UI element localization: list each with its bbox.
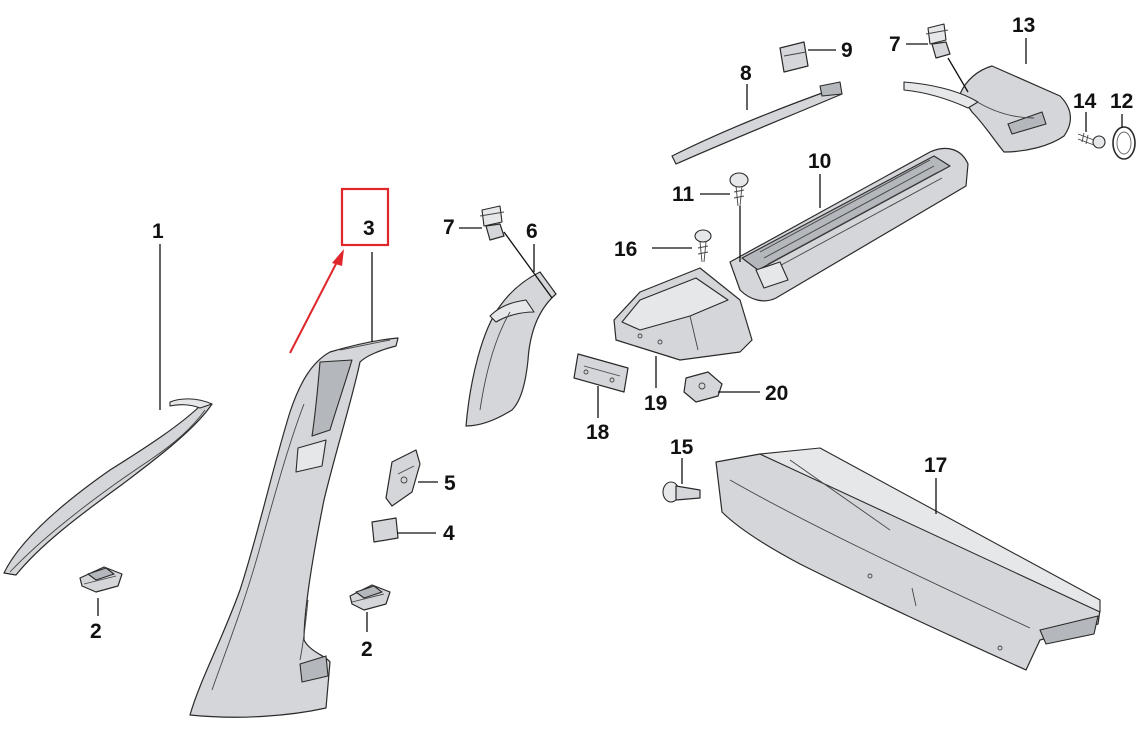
callout-8: 8 [740,62,752,85]
part-6-trim-cover [465,271,557,427]
part-3-b-pillar-trim [189,337,399,718]
callout-10: 10 [808,150,831,173]
callout-14: 14 [1073,90,1097,113]
callout-labels: 1 2 2 3 4 5 6 7 7 8 9 10 11 12 13 14 15 … [90,14,1133,661]
callout-2-right: 2 [361,638,373,661]
callout-15: 15 [670,436,694,459]
callout-6: 6 [526,220,538,243]
part-13-trim-cover [903,65,1071,153]
part-14-screw [1077,132,1106,149]
highlight-arrow [289,259,339,354]
part-19-cover [613,267,753,361]
callout-19: 19 [644,392,667,415]
part-16-screw [694,229,712,263]
part-10-sill-trim [729,147,969,302]
callout-7-right: 7 [889,33,901,56]
part-11-screw [729,172,749,207]
callout-2-left: 2 [90,620,102,643]
part-8-strip [671,81,843,165]
part-5-bracket [385,449,421,507]
highlight-arrowhead [332,249,344,266]
part-18-bracket [573,353,629,393]
callout-4: 4 [443,522,455,545]
part-15-push-pin [662,481,701,503]
part-20-clip-nut [683,371,723,403]
callout-3: 3 [363,217,375,240]
callout-20: 20 [765,382,788,405]
callout-12: 12 [1110,90,1133,113]
leader-lines [97,38,1123,632]
callout-16: 16 [614,238,637,261]
part-7-push-clip-left [479,205,505,241]
highlight-box [340,187,390,247]
callout-11: 11 [672,183,695,206]
callout-13: 13 [1012,14,1035,37]
part-1-a-pillar-trim [3,398,213,576]
part-7-push-clip-right [925,23,951,59]
part-2-clip-left [79,566,123,593]
callout-1: 1 [152,220,164,243]
part-12-ring [1112,126,1136,160]
callout-9: 9 [841,39,853,62]
part-17-sill-panel [715,447,1101,671]
callout-5: 5 [444,472,456,495]
callout-17: 17 [924,454,947,477]
part-9-clip [779,41,809,73]
callout-18: 18 [586,421,610,444]
part-2-clip-right [349,584,391,611]
part-4-pad [371,517,399,543]
callout-7-left: 7 [443,216,455,239]
highlight-annotation [289,187,390,354]
